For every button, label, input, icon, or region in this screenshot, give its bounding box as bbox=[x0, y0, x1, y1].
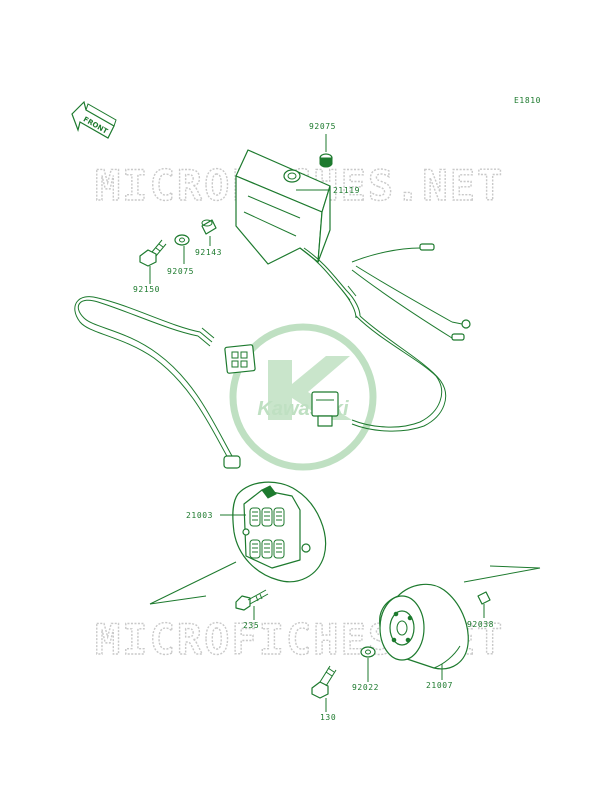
part-label-92075-left: 92075 bbox=[167, 267, 194, 276]
connector-1 bbox=[197, 327, 256, 374]
part-label-92075-top: 92075 bbox=[309, 122, 336, 131]
front-arrow-icon: FRONT bbox=[71, 100, 117, 139]
cdi-unit bbox=[235, 149, 331, 265]
bolt-130-icon bbox=[311, 665, 337, 699]
diagram-id: E1810 bbox=[514, 96, 541, 105]
connector-2 bbox=[311, 391, 339, 427]
screw-92150-icon bbox=[139, 239, 167, 267]
part-label-235: 235 bbox=[243, 621, 259, 630]
kawasaki-logo-watermark: Kawasaki bbox=[229, 323, 377, 471]
part-label-92022: 92022 bbox=[352, 683, 379, 692]
part-label-92038: 92038 bbox=[467, 620, 494, 629]
part-label-92143: 92143 bbox=[195, 248, 222, 257]
bolt-235-icon bbox=[235, 589, 269, 611]
part-label-130: 130 bbox=[320, 713, 336, 722]
stator bbox=[232, 481, 327, 583]
part-label-21007: 21007 bbox=[426, 681, 453, 690]
part-label-21119: 21119 bbox=[333, 186, 360, 195]
grommet-92075-icon bbox=[319, 153, 333, 168]
flywheel bbox=[379, 583, 469, 670]
part-label-92150: 92150 bbox=[133, 285, 160, 294]
part-label-21003: 21003 bbox=[186, 511, 213, 520]
